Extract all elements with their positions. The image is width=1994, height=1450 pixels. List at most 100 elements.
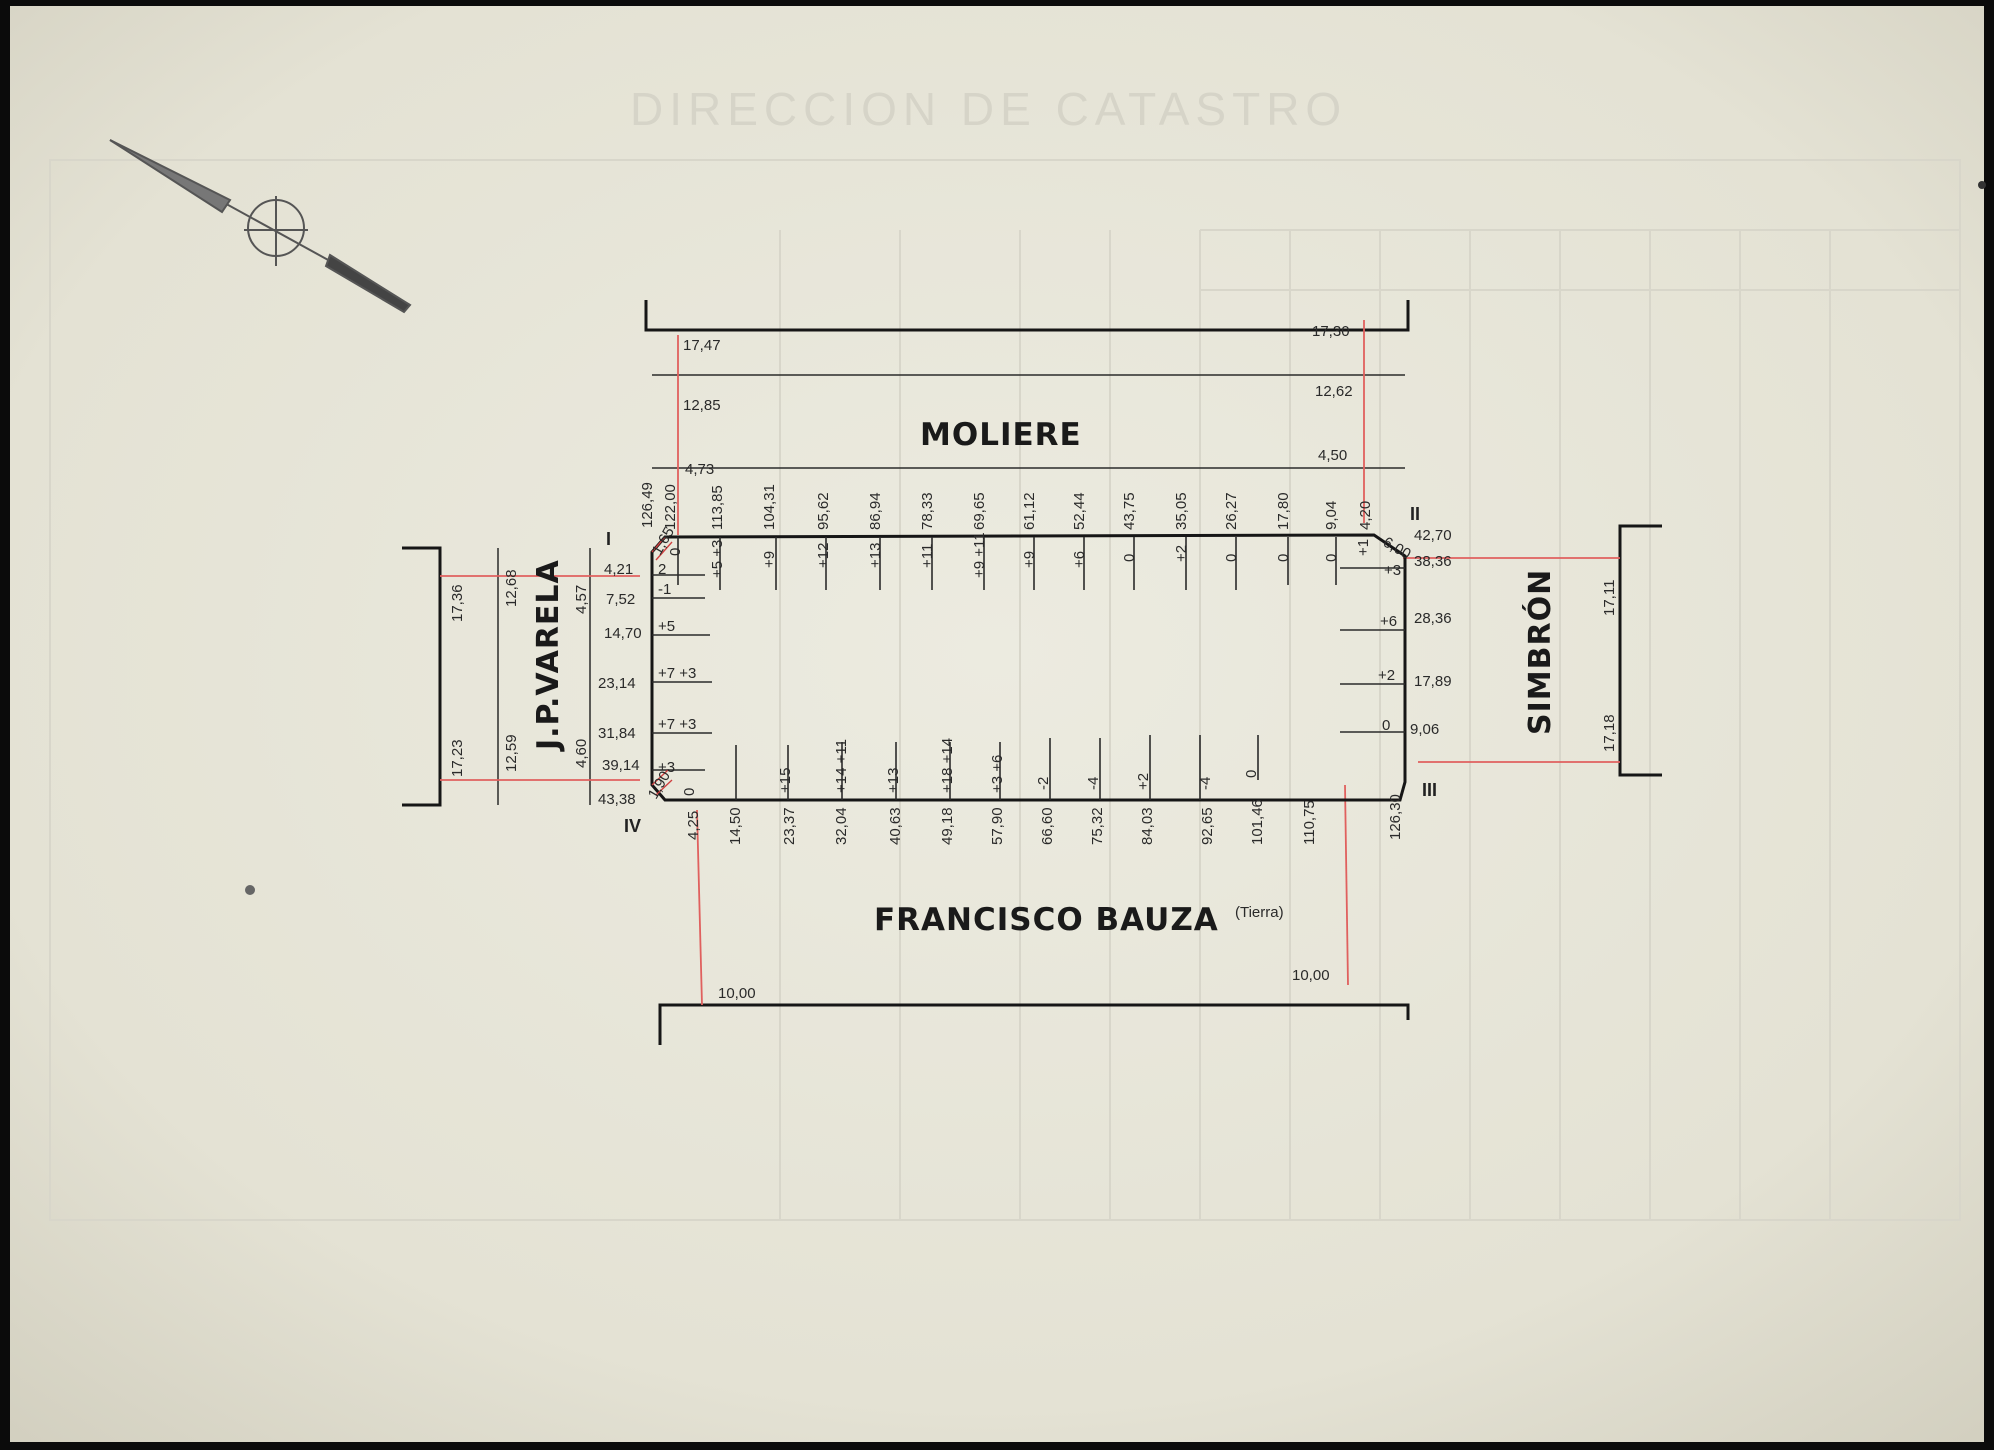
- north-distance: 69,65: [971, 492, 988, 530]
- east-distance: 28,36: [1414, 610, 1452, 627]
- north-level: +9: [761, 551, 778, 568]
- north-distance: 104,31: [761, 484, 778, 530]
- north-level: +9: [1021, 551, 1038, 568]
- west-level: +3: [658, 759, 675, 776]
- west-distances: 4,21 7,52 14,70 23,14 31,84 39,14 43,38: [598, 561, 642, 808]
- west-level: +7 +3: [658, 665, 696, 682]
- north-levels: 0 +5 +3 +9 +12 +13 +11 +9 +11 +9 +6 0 +2…: [667, 532, 1372, 578]
- paper-spot: [1978, 181, 1986, 189]
- west-level: -1: [658, 581, 671, 598]
- north-level: +12: [815, 543, 832, 568]
- north-level: 0: [1223, 554, 1240, 562]
- north-arrow-icon: [109, 139, 412, 314]
- north-level: +9 +11: [971, 532, 988, 578]
- east-level: +3: [1384, 562, 1401, 579]
- south-distance: 23,37: [781, 807, 798, 845]
- width-south-left: 10,00: [718, 985, 756, 1002]
- vertex-II: II: [1410, 504, 1420, 524]
- north-distance: 122,00: [662, 484, 679, 530]
- width-east-outer-1: 17,18: [1601, 714, 1618, 752]
- street-name-east: SIMBRÓN: [1521, 569, 1558, 735]
- west-distance: 31,84: [598, 725, 636, 742]
- north-distance: 17,80: [1275, 492, 1292, 530]
- south-level: +2: [1135, 773, 1152, 790]
- south-distance: 92,65: [1199, 807, 1216, 845]
- south-distance: 4,25: [685, 811, 702, 840]
- vertex-IV: IV: [624, 816, 641, 836]
- south-distance: 40,63: [887, 807, 904, 845]
- north-distance: 43,75: [1121, 492, 1138, 530]
- faint-form-grid: [49, 159, 1961, 1221]
- west-distance: 7,52: [606, 591, 635, 608]
- east-distance: 9,06: [1410, 721, 1439, 738]
- north-distances: 126,49 122,00 113,85 104,31 95,62 86,94 …: [639, 482, 1374, 530]
- width-west-mid-1: 12,59: [503, 734, 520, 772]
- north-distance: 26,27: [1223, 492, 1240, 530]
- block-outline: [650, 533, 1407, 802]
- west-distance: 23,14: [598, 675, 636, 692]
- north-distance: 95,62: [815, 492, 832, 530]
- south-distance: 57,90: [989, 807, 1006, 845]
- width-north-left-1: 12,85: [683, 397, 721, 414]
- south-distance: 101,46: [1249, 799, 1266, 845]
- south-ticks: [735, 735, 1259, 800]
- north-ticks: [677, 537, 1337, 590]
- west-level: +5: [658, 618, 675, 635]
- street-name-west: J.P.VARELA: [531, 559, 566, 752]
- north-distance: 52,44: [1071, 492, 1088, 530]
- street-inner-lines: [497, 374, 1405, 805]
- paper-spot: [245, 885, 255, 895]
- width-west-outer-1: 17,23: [449, 739, 466, 777]
- south-distances: 4,25 14,50 23,37 32,04 40,63 49,18 57,90…: [685, 794, 1404, 845]
- north-level: +11: [919, 544, 936, 568]
- east-distance: 42,70: [1414, 527, 1452, 544]
- street-note-south: (Tierra): [1235, 904, 1284, 921]
- east-ticks: [1340, 567, 1405, 733]
- west-distance: 43,38: [598, 791, 636, 808]
- paper-background: [10, 6, 1984, 1442]
- south-distance: 32,04: [833, 807, 850, 845]
- north-distance: 61,12: [1021, 492, 1038, 530]
- street-name-south: FRANCISCO BAUZA: [874, 902, 1219, 938]
- faint-header: DIRECCION DE CATASTRO: [630, 83, 1347, 135]
- red-reference-lines: [440, 320, 1620, 1006]
- south-distance: 75,32: [1089, 807, 1106, 845]
- south-level: +13: [885, 768, 902, 793]
- south-level: +18 +14: [939, 738, 956, 793]
- vertex-III: III: [1422, 780, 1437, 800]
- vertex-I: I: [606, 529, 611, 549]
- north-distance: 9,04: [1323, 501, 1340, 530]
- south-level: -2: [1035, 777, 1052, 790]
- south-distance: 110,75: [1301, 800, 1318, 845]
- width-north-left-2: 4,73: [685, 461, 714, 478]
- width-north-right-2: 4,50: [1318, 447, 1347, 464]
- street-edges: [402, 300, 1662, 1045]
- width-west-mid-0: 12,68: [503, 569, 520, 607]
- north-distance: 78,33: [919, 492, 936, 530]
- width-north-right-1: 12,62: [1315, 383, 1353, 400]
- north-level: 0: [1275, 554, 1292, 562]
- south-distance: 126,30: [1387, 794, 1404, 840]
- south-level: 0: [1243, 770, 1260, 778]
- east-level: 0: [1382, 717, 1390, 734]
- west-level: 2: [658, 561, 666, 578]
- east-distance: 17,89: [1414, 673, 1452, 690]
- south-level: -4: [1197, 777, 1214, 790]
- width-south-right: 10,00: [1292, 967, 1330, 984]
- north-level: 0: [1323, 554, 1340, 562]
- west-level: +7 +3: [658, 716, 696, 733]
- south-distance: 84,03: [1139, 807, 1156, 845]
- north-distance: 126,49: [639, 482, 656, 528]
- north-level: +5 +3: [709, 540, 726, 578]
- south-level: +15: [777, 768, 794, 793]
- north-distance: 4,20: [1357, 501, 1374, 530]
- east-distance: 38,36: [1414, 553, 1452, 570]
- width-west-inner-1: 4,60: [573, 739, 590, 768]
- south-level: -4: [1085, 777, 1102, 790]
- east-distances: 42,70 38,36 28,36 17,89 9,06: [1410, 527, 1452, 738]
- south-distance: 14,50: [727, 807, 744, 845]
- width-east-outer-0: 17,11: [1601, 580, 1618, 616]
- south-level: 0: [681, 788, 698, 796]
- corner-chamfers: [651, 536, 673, 796]
